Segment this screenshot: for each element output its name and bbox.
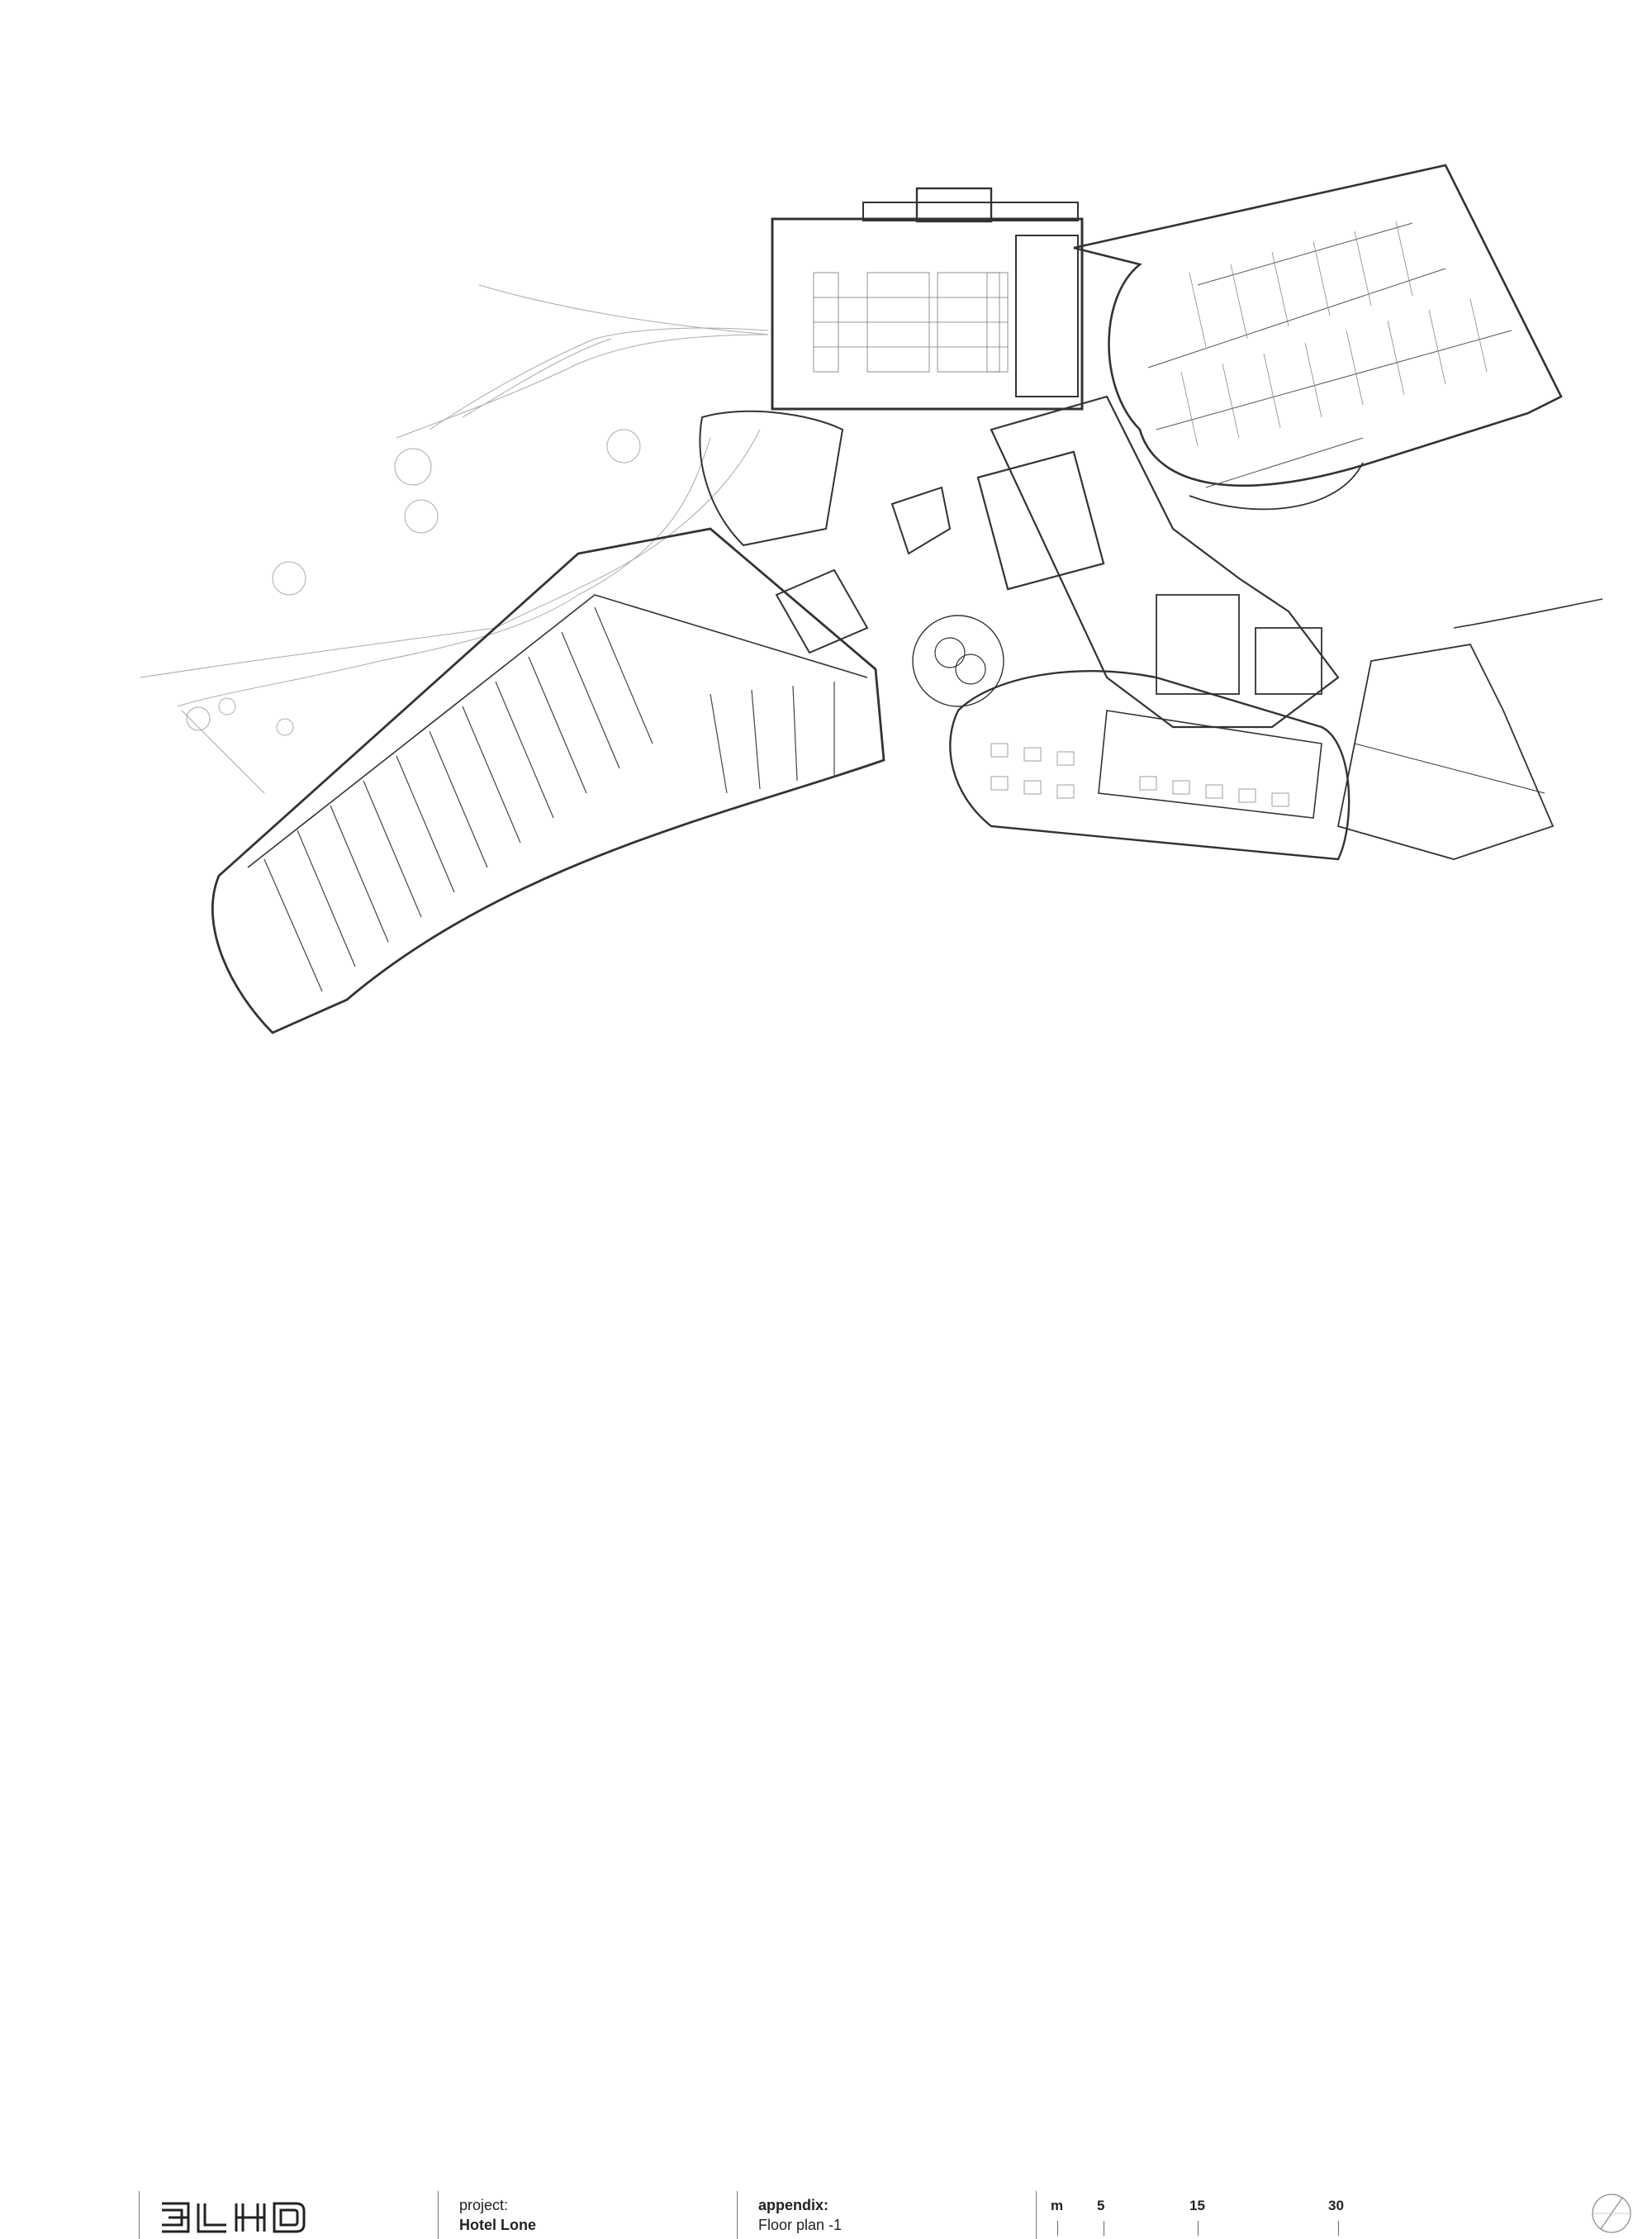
- scale-mark-5: 5: [1097, 2198, 1105, 2213]
- lobby-core: [699, 410, 1105, 707]
- north-arrow-icon: [1591, 2193, 1632, 2238]
- scale-tick: [1338, 2221, 1339, 2236]
- appendix-value: Floor plan -1: [758, 2217, 843, 2233]
- restaurant-wing: [949, 670, 1351, 861]
- conference-hall: [771, 187, 1084, 411]
- project-separator: [438, 2191, 439, 2239]
- title-block: project: Hotel Lone appendix: Floor plan…: [0, 1091, 1652, 2239]
- scale-mark-15: 15: [1189, 2198, 1205, 2213]
- scale-separator: [1036, 2191, 1037, 2239]
- access-road: [1453, 598, 1603, 629]
- terrace: [1336, 644, 1555, 860]
- service-block: [990, 395, 1340, 729]
- scale-mark-30: 30: [1328, 2198, 1344, 2213]
- floor-plan-drawing: [140, 164, 1603, 1034]
- scale-unit: m: [1051, 2198, 1064, 2213]
- firm-logo: [160, 2201, 306, 2238]
- title-separator: [139, 2191, 140, 2239]
- scale-tick: [1198, 2221, 1199, 2236]
- project-label: project:: [459, 2197, 509, 2213]
- appendix-label: appendix:: [758, 2197, 829, 2213]
- project-name: Hotel Lone: [459, 2217, 536, 2233]
- scale-tick: [1057, 2221, 1058, 2236]
- parking-garage: [1073, 164, 1563, 511]
- guest-room-wing: [211, 527, 885, 1034]
- appendix-separator: [737, 2191, 738, 2239]
- terrain-lines: [140, 284, 769, 794]
